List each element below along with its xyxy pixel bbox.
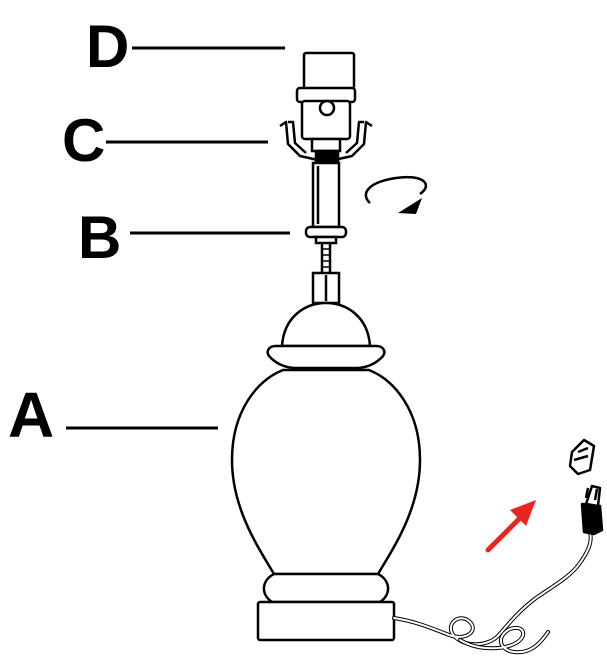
red-direction-arrow-icon: [485, 500, 536, 553]
clockwise-rotation-arrow-icon: [364, 175, 428, 214]
vase-foot-band: [262, 572, 390, 604]
neck-small-ring: [314, 235, 338, 245]
socket-cap-ring: [314, 149, 340, 163]
neck-washer: [304, 225, 348, 239]
harp-saddle-inner-right: [345, 120, 364, 154]
label-b: B: [78, 204, 121, 271]
leader-lines: [66, 46, 290, 430]
harp-saddle-c: [279, 120, 373, 162]
harp-saddle-inner-left: [288, 120, 307, 154]
label-a: A: [8, 379, 54, 451]
vase-body: [230, 368, 422, 576]
socket-d: [295, 51, 357, 163]
label-c: C: [62, 107, 105, 174]
socket-top: [302, 51, 356, 91]
plug-cap-icon: [568, 438, 596, 476]
lamp-vase-a: [230, 301, 422, 642]
harp-saddle-right-arm: [333, 120, 373, 162]
power-cord: [392, 530, 593, 655]
label-d: D: [86, 13, 129, 80]
neck-b: [304, 161, 348, 305]
threaded-rod-threads: [322, 248, 330, 268]
power-plug-icon: [580, 484, 604, 536]
socket-switch-knob: [318, 99, 336, 117]
vase-lid-dome: [280, 301, 372, 348]
vase-lid-rim: [266, 344, 386, 370]
vase-base-block: [256, 600, 396, 642]
harp-saddle-left-arm: [279, 120, 319, 162]
socket-base: [310, 137, 342, 153]
